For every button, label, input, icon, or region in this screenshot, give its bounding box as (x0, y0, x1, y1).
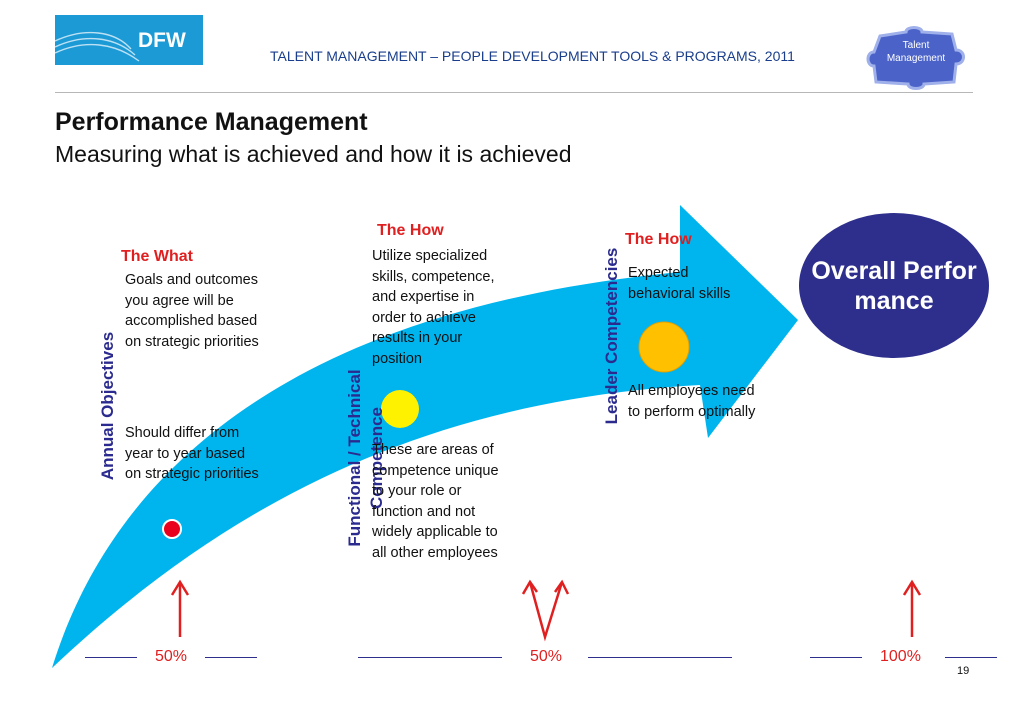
rule-middle-b (588, 657, 732, 658)
badge-line1: Talent (903, 40, 930, 51)
annual-vertical-label: Annual Objectives (98, 331, 117, 481)
badge-line2: Management (887, 53, 946, 64)
annual-text-2: Should differ from year to year based on… (125, 425, 259, 482)
rule-left-b (205, 657, 257, 658)
dfw-logo: DFW (55, 15, 203, 65)
leader-heading: The How (625, 231, 692, 248)
sweeping-arrow (52, 205, 798, 668)
left-pointer-arrow (170, 579, 190, 637)
middle-v-arrow (521, 579, 570, 642)
leader-competencies-dot (638, 321, 690, 373)
functional-text-1: Utilize specialized skills, competence, … (372, 248, 495, 367)
percent-left: 50% (155, 648, 188, 665)
overall-performance-label: Overall Performance (811, 256, 977, 315)
annual-heading: The What (121, 248, 193, 265)
percent-right: 100% (880, 648, 921, 665)
leader-vertical-label: Leader Competencies (602, 247, 621, 425)
rule-left-a (85, 657, 137, 658)
functional-heading: The How (377, 222, 444, 239)
annual-objectives-dot (162, 519, 182, 539)
rule-right-a (810, 657, 862, 658)
rule-middle-a (358, 657, 502, 658)
header-divider (55, 92, 973, 93)
leader-text-2: All employees need to perform optimally (628, 383, 756, 420)
functional-text-2: These are areas of competence unique to … (372, 442, 499, 561)
page-number: 19 (957, 665, 970, 677)
percent-middle: 50% (530, 648, 563, 665)
functional-competence-dot (381, 390, 419, 428)
right-pointer-arrow (902, 579, 922, 637)
header-title: TALENT MANAGEMENT – PEOPLE DEVELOPMENT T… (270, 48, 795, 64)
slide-title: Performance Management (55, 108, 368, 136)
logo-text: DFW (138, 29, 186, 52)
rule-right-b (945, 657, 997, 658)
annual-text-1: Goals and outcomes you agree will be acc… (125, 272, 259, 350)
talent-management-puzzle-icon: Talent Management (866, 26, 965, 90)
leader-text-1: Expected behavioral skills (628, 265, 731, 302)
slide-subtitle: Measuring what is achieved and how it is… (55, 141, 572, 167)
overall-performance-circle: Overall Performance (799, 213, 989, 358)
